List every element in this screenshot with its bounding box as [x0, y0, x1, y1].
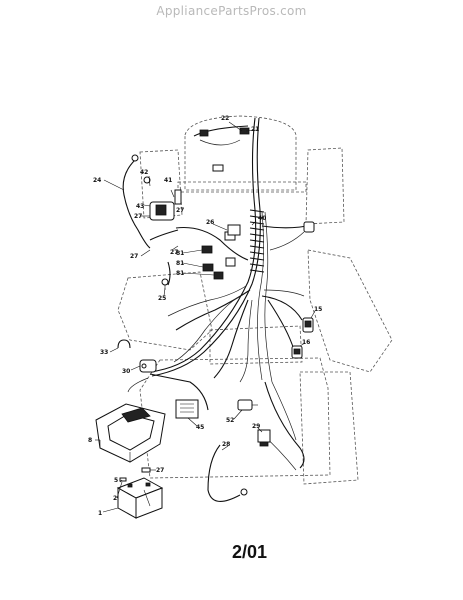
battery-tray: [95, 403, 166, 463]
callout-52: 52: [226, 417, 234, 424]
callout-5: 5: [114, 477, 118, 484]
lead-wire-24: [122, 159, 151, 249]
solenoid: [139, 359, 157, 373]
ignition-switch: [143, 176, 182, 221]
battery: [116, 477, 164, 519]
callout-27-d: 27: [170, 249, 178, 256]
callout-81-a: 81: [176, 250, 184, 257]
switch-29: [257, 429, 271, 447]
callout-27-b: 27: [176, 207, 184, 214]
callout-28: 28: [222, 441, 230, 448]
callout-42: 42: [140, 169, 148, 176]
callout-27-a: 27: [134, 213, 142, 220]
seat-switches: [291, 221, 315, 359]
lead-terminal: [131, 154, 139, 162]
date-code: 2/01: [232, 542, 268, 562]
callout-25: 25: [158, 295, 166, 302]
callout-labels: 24 22 21 42 41 43 27 27 40 26 27 27 81 8…: [88, 115, 322, 517]
callout-15: 15: [314, 306, 322, 313]
callout-16: 16: [302, 339, 310, 346]
callout-81-b: 81: [176, 260, 184, 267]
callout-45: 45: [196, 424, 204, 431]
callout-2: 2: [113, 495, 117, 502]
callout-30: 30: [122, 368, 130, 375]
callout-26: 26: [206, 219, 214, 226]
callout-27-c: 27: [130, 253, 138, 260]
leader-lines: [95, 121, 316, 513]
callout-1: 1: [98, 510, 102, 517]
callout-22: 22: [221, 115, 229, 122]
clip-33: [117, 339, 131, 349]
relay-connectors: [201, 231, 236, 280]
module-45: [175, 399, 199, 419]
callout-33: 33: [100, 349, 108, 356]
callout-21: 21: [251, 126, 259, 133]
switch-26: [227, 224, 241, 236]
main-harness: [127, 117, 313, 502]
callout-41: 41: [164, 177, 172, 184]
callout-81-c: 81: [176, 270, 184, 277]
callout-8: 8: [88, 437, 92, 444]
callout-29: 29: [252, 423, 260, 430]
callout-43: 43: [136, 203, 144, 210]
top-connectors: [199, 127, 250, 172]
lead-28-terminal: [240, 488, 248, 496]
callout-24: 24: [93, 177, 101, 184]
connector-52: [237, 399, 258, 411]
tractor-outline: [117, 115, 393, 485]
callout-40: 40: [258, 215, 266, 222]
ground-terminal: [161, 278, 169, 290]
callout-27-e: 27: [156, 467, 164, 474]
watermark: AppliancePartsPros.com: [156, 4, 307, 18]
harness-wrap-coil: [249, 209, 265, 273]
